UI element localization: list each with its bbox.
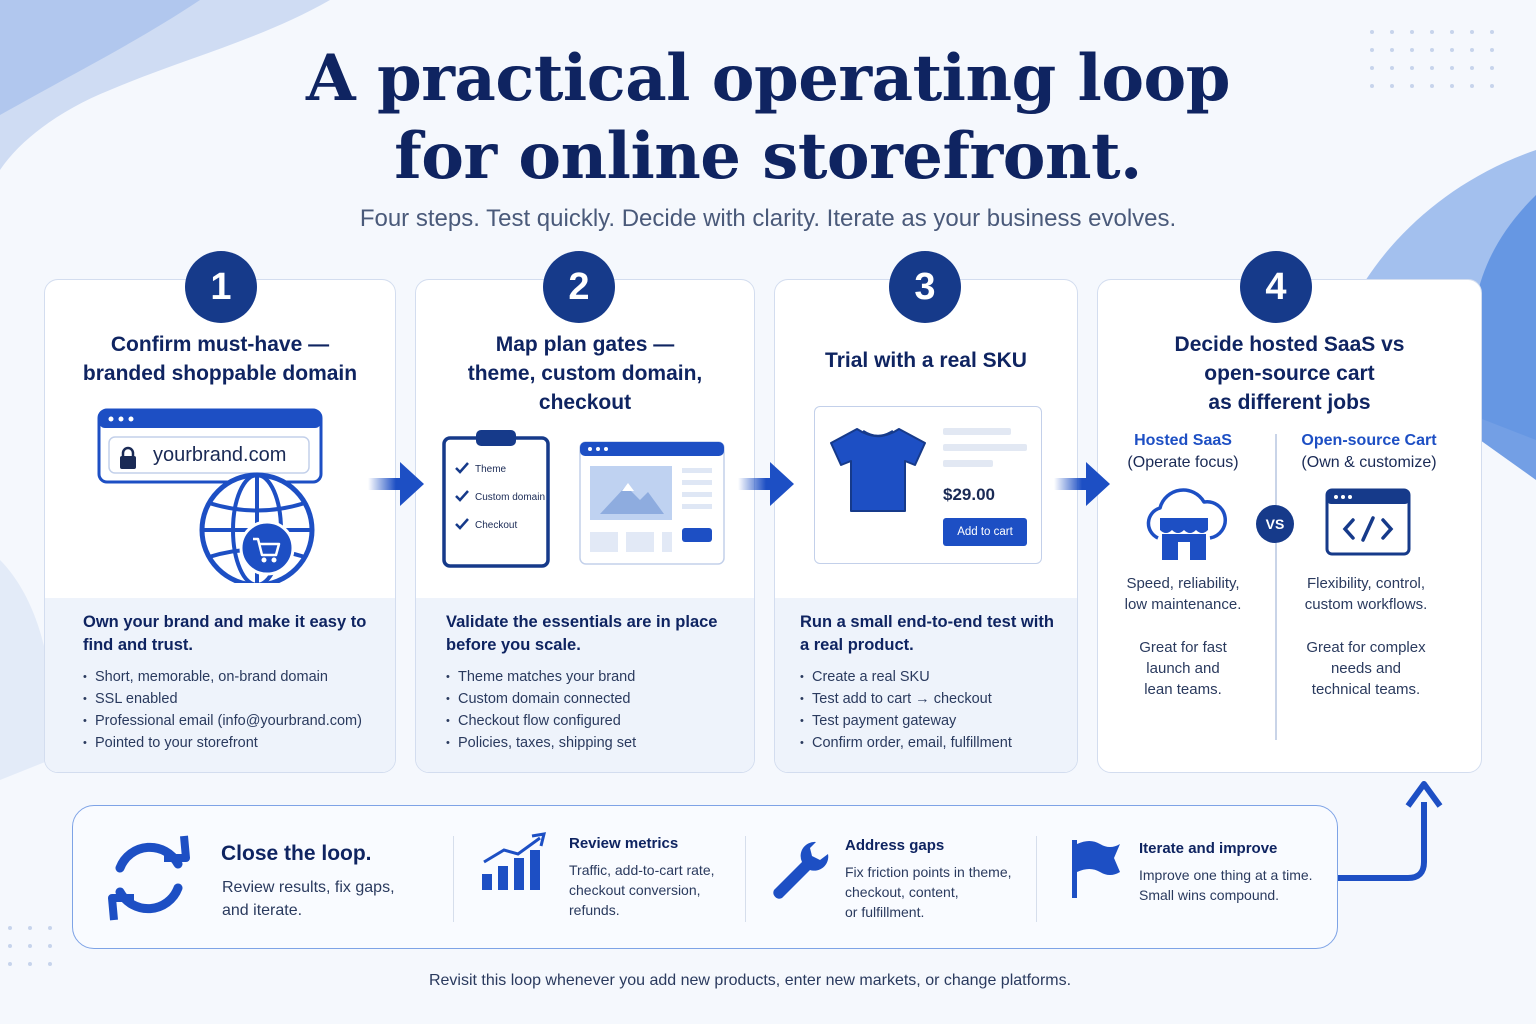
loop-divider	[1036, 836, 1037, 922]
flag-icon	[1072, 840, 1120, 898]
review-metrics-title: Review metrics	[569, 835, 679, 852]
bar-chart-icon	[482, 832, 547, 890]
lock-icon	[120, 446, 136, 469]
loop-text: Review results, fix gaps, and iterate.	[222, 879, 395, 919]
open-source-fit: Great for complex needs and technical te…	[1306, 639, 1426, 698]
open-source-heading: Open-source Cart (Own & customize)	[1286, 430, 1452, 474]
step-card-4: Decide hosted SaaS vs open-source cart a…	[1097, 279, 1482, 773]
product-price: $29.00	[943, 485, 995, 504]
hosted-saas-subtitle: (Operate focus)	[1127, 454, 1239, 471]
arrow-right-icon	[1054, 462, 1110, 506]
open-source-title: Open-source Cart	[1301, 432, 1437, 449]
step-2-lead: Validate the essentials are in place bef…	[446, 613, 718, 654]
cart-badge-icon	[239, 520, 295, 576]
checklist-item-checkout: Checkout	[475, 520, 518, 531]
code-window-icon	[1325, 488, 1411, 556]
step-2-bullet: Theme matches your brand	[446, 666, 744, 688]
step-card-1: Confirm must-have — branded shoppable do…	[44, 279, 396, 773]
loop-return-arrow-icon	[1338, 781, 1443, 881]
address-gaps-text: Fix friction points in theme, checkout, …	[845, 864, 1012, 920]
open-source-subtitle: (Own & customize)	[1301, 454, 1437, 471]
address-gaps-title: Address gaps	[845, 837, 945, 854]
step-1-bullet: Pointed to your storefront	[83, 732, 385, 754]
loop-title: Close the loop.	[221, 842, 372, 865]
iterate-improve-text: Improve one thing at a time. Small wins …	[1139, 867, 1313, 903]
vs-badge: VS	[1256, 505, 1294, 543]
domain-url-text: yourbrand.com	[153, 444, 287, 466]
step-1-bullets: Short, memorable, on-brand domain SSL en…	[83, 666, 385, 754]
clipboard-icon	[442, 430, 550, 568]
step-2-bullet: Checkout flow configured	[446, 710, 744, 732]
step-3-bullet: Test add to cart → checkout	[800, 688, 1067, 710]
step-number-4: 4	[1240, 251, 1312, 323]
step-3-bullet: Confirm order, email, fulfillment	[800, 732, 1067, 754]
page-subtitle: Four steps. Test quickly. Decide with cl…	[359, 205, 1177, 232]
checklist-item-theme: Theme	[475, 464, 507, 475]
loop-divider	[745, 836, 746, 922]
hosted-saas-title: Hosted SaaS	[1134, 432, 1232, 449]
loop-divider	[453, 836, 454, 922]
footer-note: Revisit this loop whenever you add new p…	[428, 972, 1072, 989]
arrow-right-icon	[368, 462, 424, 506]
iterate-improve-title: Iterate and improve	[1139, 840, 1278, 857]
step-number-1: 1	[185, 251, 257, 323]
step-1-lead: Own your brand and make it easy to find …	[83, 613, 367, 654]
step-3-bullets: Create a real SKU Test add to cart → che…	[800, 666, 1067, 754]
page-title-line-1: A practical operating loop	[306, 41, 1230, 116]
open-source-description: Flexibility, control, custom workflows.	[1304, 575, 1428, 613]
step-card-2: Map plan gates — theme, custom domain, c…	[415, 279, 755, 773]
page-title-line-2: for online storefront.	[394, 119, 1142, 194]
step-3-title: Trial with a real SKU	[825, 349, 1027, 372]
step-number-2: 2	[543, 251, 615, 323]
step-number-3: 3	[889, 251, 961, 323]
step-3-bullet: Create a real SKU	[800, 666, 1067, 688]
step-3-lead: Run a small end-to-end test with a real …	[800, 613, 1054, 654]
refresh-cycle-icon	[108, 835, 190, 921]
step-1-title: Confirm must-have — branded shoppable do…	[82, 333, 358, 385]
step-2-bullet: Policies, taxes, shipping set	[446, 732, 744, 754]
page-title: A practical operating loop for online st…	[0, 40, 1536, 196]
review-metrics-text: Traffic, add-to-cart rate, checkout conv…	[569, 862, 715, 918]
wrench-icon	[773, 841, 829, 899]
checklist-item-custom-domain: Custom domain	[475, 492, 546, 503]
step-card-3: Trial with a real SKU $29.00 Add to cart…	[774, 279, 1078, 773]
cloud-store-icon	[1146, 488, 1227, 560]
tshirt-icon	[830, 428, 926, 512]
hosted-saas-fit: Great for fast launch and lean teams.	[1139, 639, 1227, 698]
add-to-cart-button[interactable]: Add to cart	[943, 518, 1027, 546]
hosted-saas-heading: Hosted SaaS (Operate focus)	[1098, 430, 1268, 474]
comparison-divider	[1275, 434, 1277, 740]
step-2-bullets: Theme matches your brand Custom domain c…	[446, 666, 744, 754]
step-3-bullet: Test payment gateway	[800, 710, 1067, 732]
hosted-saas-description: Speed, reliability, low maintenance.	[1124, 575, 1242, 613]
domain-illustration	[97, 408, 323, 583]
product-description-lines	[943, 428, 1027, 467]
step-2-bullet: Custom domain connected	[446, 688, 744, 710]
step-2-title: Map plan gates — theme, custom domain, c…	[467, 333, 703, 414]
close-the-loop-panel	[72, 805, 1338, 949]
step-1-bullet: SSL enabled	[83, 688, 385, 710]
arrow-right-icon	[738, 462, 794, 506]
step-4-title: Decide hosted SaaS vs open-source cart a…	[1174, 333, 1405, 414]
step-1-bullet: Short, memorable, on-brand domain	[83, 666, 385, 688]
website-theme-illustration	[579, 441, 725, 565]
step-1-bullet: Professional email (info@yourbrand.com)	[83, 710, 385, 732]
